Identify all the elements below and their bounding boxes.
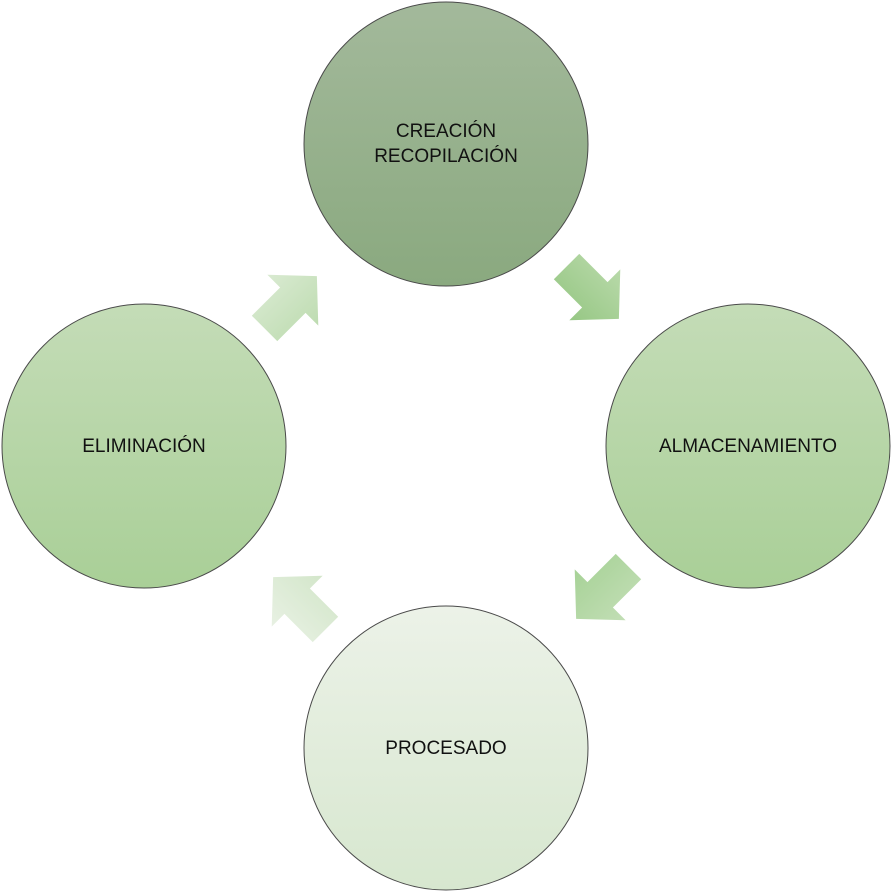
node-procesado: PROCESADO [303, 605, 589, 891]
node-label: PROCESADO [385, 738, 506, 759]
node-creacion-recopilacion: CREACIÓN RECOPILACIÓN [303, 1, 589, 287]
node-label-line-2: RECOPILACIÓN [374, 145, 518, 167]
node-label: ALMACENAMIENTO [659, 436, 837, 457]
node-almacenamiento: ALMACENAMIENTO [605, 303, 891, 589]
node-label-line-1: CREACIÓN [396, 120, 496, 142]
node-label: ELIMINACIÓN [82, 435, 206, 457]
arrow-procesado-to-eliminacion [271, 575, 339, 643]
arrow-eliminacion-to-creacion [251, 274, 319, 342]
arrow-creacion-to-almacenamiento [553, 253, 621, 321]
node-eliminacion: ELIMINACIÓN [1, 303, 287, 589]
arrow-almacenamiento-to-procesado [574, 553, 642, 621]
